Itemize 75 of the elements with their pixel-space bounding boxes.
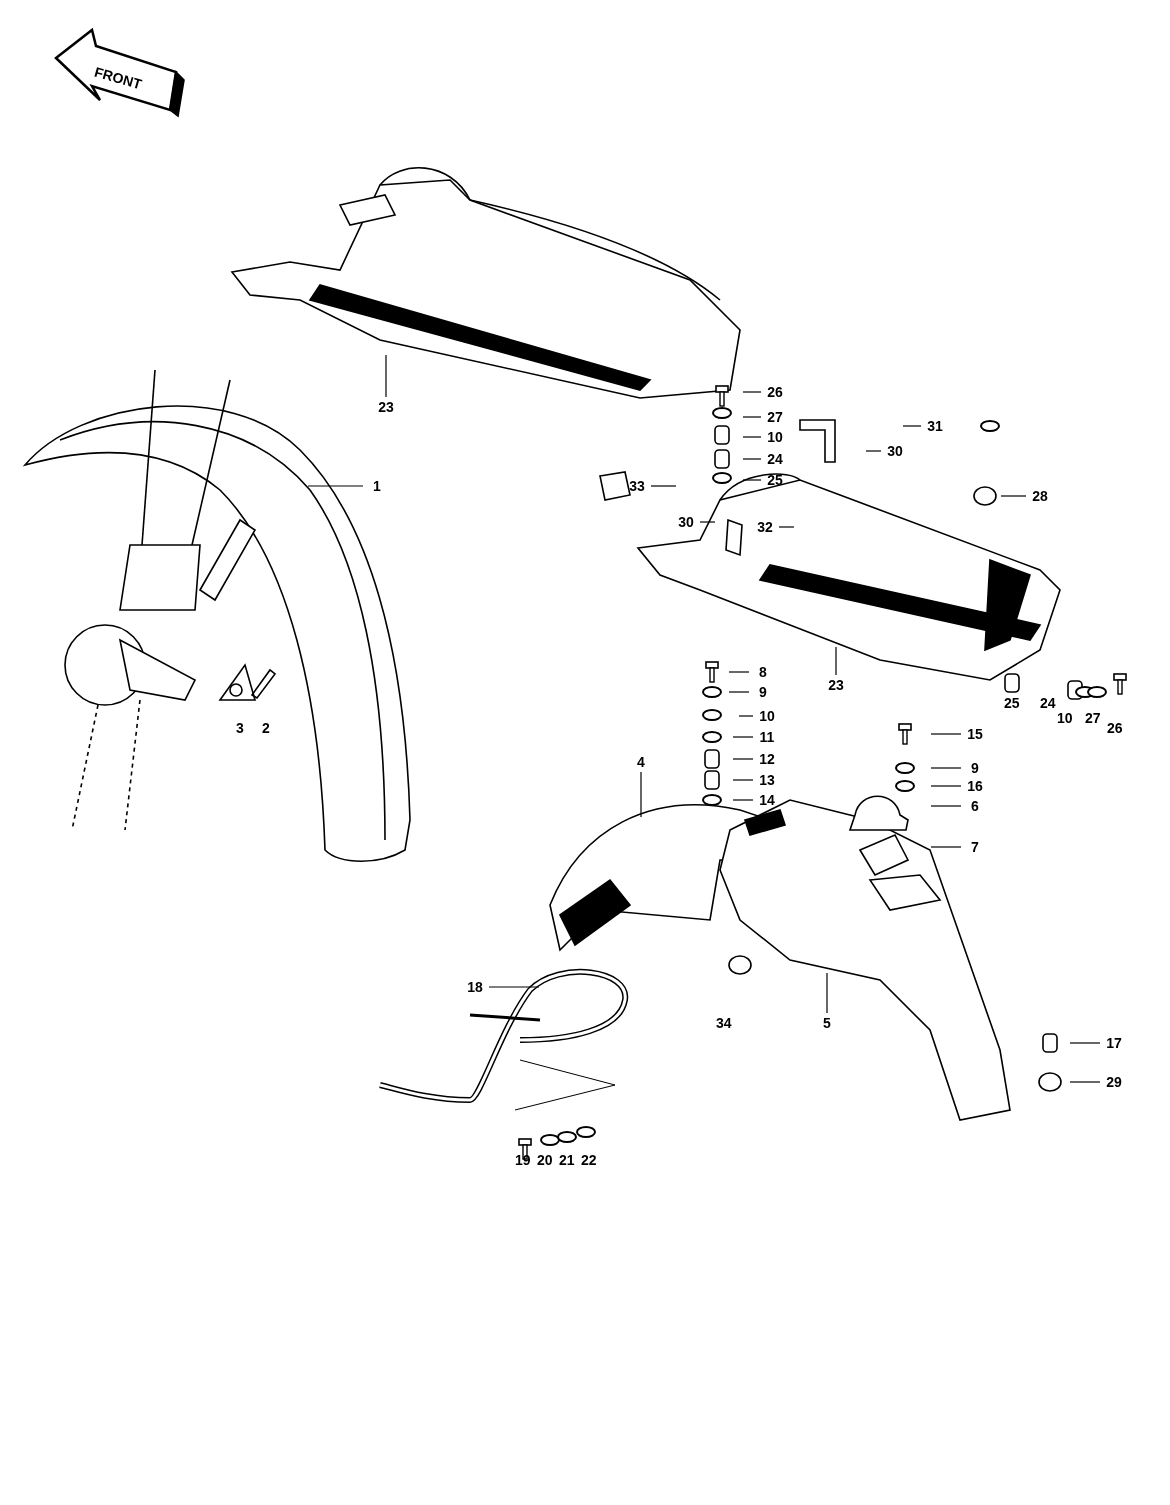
callout-number: 30 [674,513,698,531]
callout-number: 24 [763,450,787,468]
callout-number: 9 [751,683,775,701]
callout-number: 23 [374,398,398,416]
callout-number: 4 [629,753,653,771]
leader-line [488,986,540,988]
callout-number: 22 [581,1151,597,1169]
callout-number: 29 [1102,1073,1126,1091]
callout-number: 1 [365,477,389,495]
leader-line [902,425,922,427]
callout-number: 30 [883,442,907,460]
callout-number: 9 [963,759,987,777]
leader-line [650,485,677,487]
callout-number: 27 [1085,709,1101,727]
callout-number: 15 [963,725,987,743]
callout-number: 10 [1057,709,1073,727]
callout-number: 21 [559,1151,575,1169]
callout-number: 31 [923,417,947,435]
leader-line [1000,495,1027,497]
callout-number: 20 [537,1151,553,1169]
callout-number: 26 [1107,719,1123,737]
leader-line [1069,1042,1101,1044]
leader-line [307,485,364,487]
callout-number: 26 [763,383,787,401]
leader-line [732,779,754,781]
callout-number: 18 [463,978,487,996]
callout-number: 13 [755,771,779,789]
leader-line [742,479,762,481]
callout-number: 3 [236,719,244,737]
leader-line [738,715,754,717]
callout-number: 7 [963,838,987,856]
callout-number: 33 [625,477,649,495]
callout-number: 25 [1004,694,1020,712]
callout-number: 6 [963,797,987,815]
callout-number: 28 [1028,487,1052,505]
callout-number: 11 [755,728,779,746]
leader-line [930,785,962,787]
leader-line [732,758,754,760]
callout-number: 5 [815,1014,839,1032]
leader-line [930,733,962,735]
leader-line [1069,1081,1101,1083]
callout-number: 32 [753,518,777,536]
callout-number: 14 [755,791,779,809]
leader-line [778,526,795,528]
callout-number: 24 [1040,694,1056,712]
leader-line [930,805,962,807]
callout-number: 34 [716,1014,732,1032]
direction-label: FRONT [92,62,144,94]
callout-number: 19 [515,1151,531,1169]
leader-line [385,354,387,398]
leader-line [728,691,750,693]
leader-line [742,436,762,438]
leader-line [732,736,754,738]
leader-line [732,799,754,801]
callout-number: 8 [751,663,775,681]
leader-line [835,646,837,676]
callout-number: 12 [755,750,779,768]
leader-line [930,846,962,848]
leader-line [699,521,716,523]
callout-number: 17 [1102,1034,1126,1052]
callout-number: 10 [763,428,787,446]
callout-number: 25 [763,471,787,489]
callout-number: 16 [963,777,987,795]
leader-line [930,767,962,769]
leader-line [742,391,762,393]
leader-line [865,450,882,452]
leader-line [742,458,762,460]
leader-line [826,972,828,1014]
leader-line [742,416,762,418]
callout-number: 2 [262,719,270,737]
callout-number: 10 [755,707,779,725]
callout-number: 27 [763,408,787,426]
leader-line [640,771,642,818]
callout-number: 23 [824,676,848,694]
leader-line [728,671,750,673]
